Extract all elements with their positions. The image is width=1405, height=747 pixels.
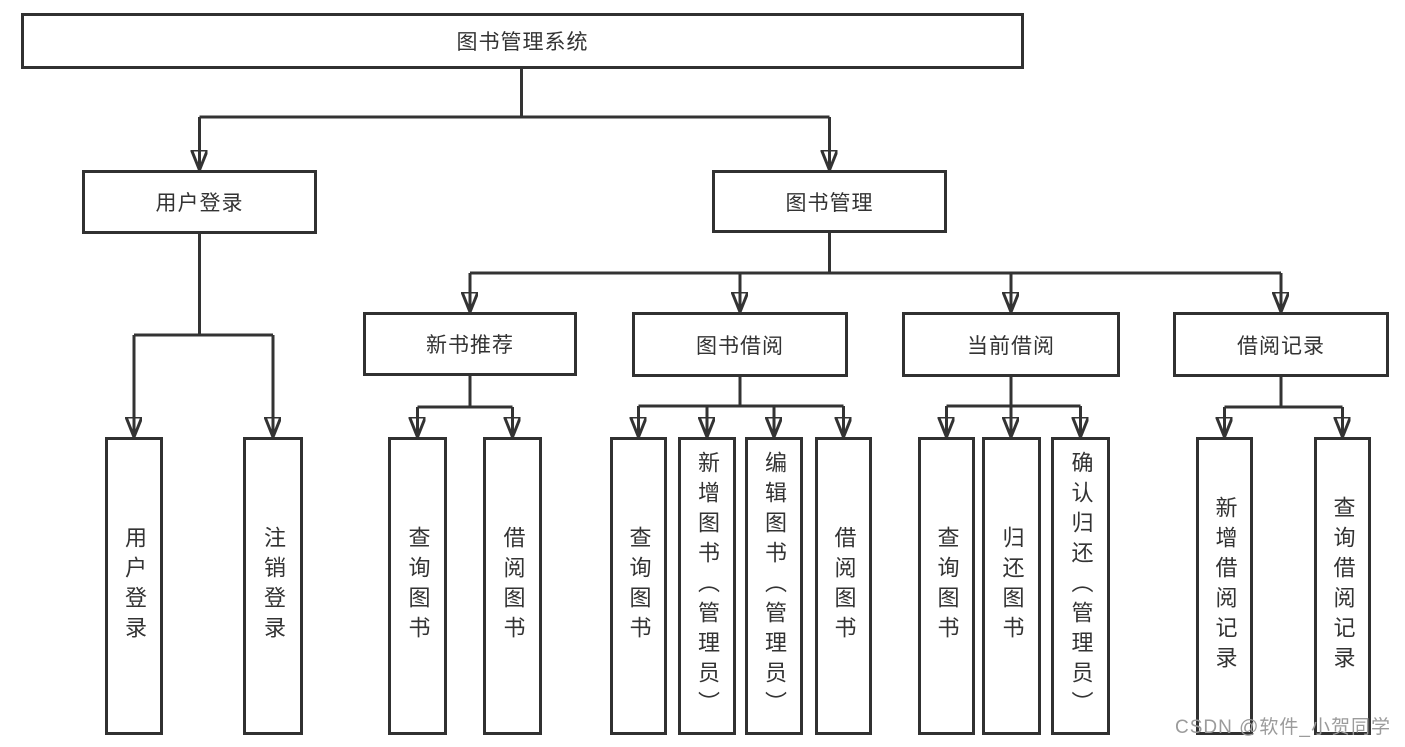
connector-borrow-record-rail <box>1224 377 1343 409</box>
connector-new-book-rail <box>417 376 513 409</box>
leaf-bb-borrow-book: 借阅图书 <box>815 437 872 735</box>
leaf-bb-query-book-label: 查询图书 <box>626 526 652 646</box>
leaf-cb-return-book: 归还图书 <box>982 437 1041 735</box>
leaf-br-add-record: 新增借阅记录 <box>1196 437 1253 735</box>
node-borrow-records-label: 借阅记录 <box>1237 334 1325 358</box>
node-root: 图书管理系统 <box>21 13 1024 69</box>
node-current-borrow: 当前借阅 <box>902 312 1120 377</box>
leaf-rec-query-book-label: 查询图书 <box>405 526 431 646</box>
connector-book-management-rail <box>470 233 1281 275</box>
node-new-book-recommend: 新书推荐 <box>363 312 577 376</box>
leaf-br-add-record-label: 新增借阅记录 <box>1212 496 1238 676</box>
leaf-rec-query-book: 查询图书 <box>388 437 447 735</box>
node-user-login-label: 用户登录 <box>155 192 244 215</box>
node-book-borrow-label: 图书借阅 <box>696 334 784 358</box>
leaf-rec-borrow-book: 借阅图书 <box>483 437 542 735</box>
connector-current-borrow-rail <box>946 377 1081 408</box>
leaf-bb-borrow-book-label: 借阅图书 <box>831 526 857 646</box>
leaf-rec-borrow-book-label: 借阅图书 <box>500 526 526 646</box>
node-borrow-records: 借阅记录 <box>1173 312 1389 377</box>
leaf-cb-query-book-label: 查询图书 <box>934 526 960 646</box>
node-book-borrow: 图书借阅 <box>632 312 848 377</box>
leaf-logout-label: 注销登录 <box>261 526 286 646</box>
leaf-bb-add-book-admin: 新增图书（管理员） <box>678 437 736 735</box>
node-book-management-label: 图书管理 <box>785 191 874 215</box>
leaf-user-login-label: 用户登录 <box>122 526 147 646</box>
leaf-cb-return-book-label: 归还图书 <box>999 526 1025 646</box>
leaf-logout: 注销登录 <box>243 437 303 735</box>
leaf-bb-edit-book-admin: 编辑图书（管理员） <box>745 437 803 735</box>
leaf-cb-query-book: 查询图书 <box>918 437 975 735</box>
node-root-label: 图书管理系统 <box>456 31 589 54</box>
leaf-bb-edit-book-admin-label: 编辑图书（管理员） <box>762 451 787 721</box>
leaf-cb-confirm-return-admin-label: 确认归还（管理员） <box>1068 451 1094 721</box>
node-new-book-recommend-label: 新书推荐 <box>426 334 514 357</box>
leaf-br-query-record: 查询借阅记录 <box>1314 437 1371 735</box>
leaf-br-query-record-label: 查询借阅记录 <box>1330 496 1356 676</box>
leaf-cb-confirm-return-admin: 确认归还（管理员） <box>1051 437 1110 735</box>
csdn-watermark: CSDN @软件_小贺同学 <box>1175 717 1391 738</box>
connector-book-borrow-rail <box>638 377 844 408</box>
connector-root-rail <box>199 69 830 119</box>
node-user-login: 用户登录 <box>82 170 317 234</box>
node-book-management: 图书管理 <box>712 170 947 233</box>
leaf-bb-query-book: 查询图书 <box>610 437 667 735</box>
leaf-user-login: 用户登录 <box>105 437 163 735</box>
leaf-bb-add-book-admin-label: 新增图书（管理员） <box>695 451 720 721</box>
connector-user-login-rail <box>134 234 273 337</box>
node-current-borrow-label: 当前借阅 <box>967 334 1055 358</box>
